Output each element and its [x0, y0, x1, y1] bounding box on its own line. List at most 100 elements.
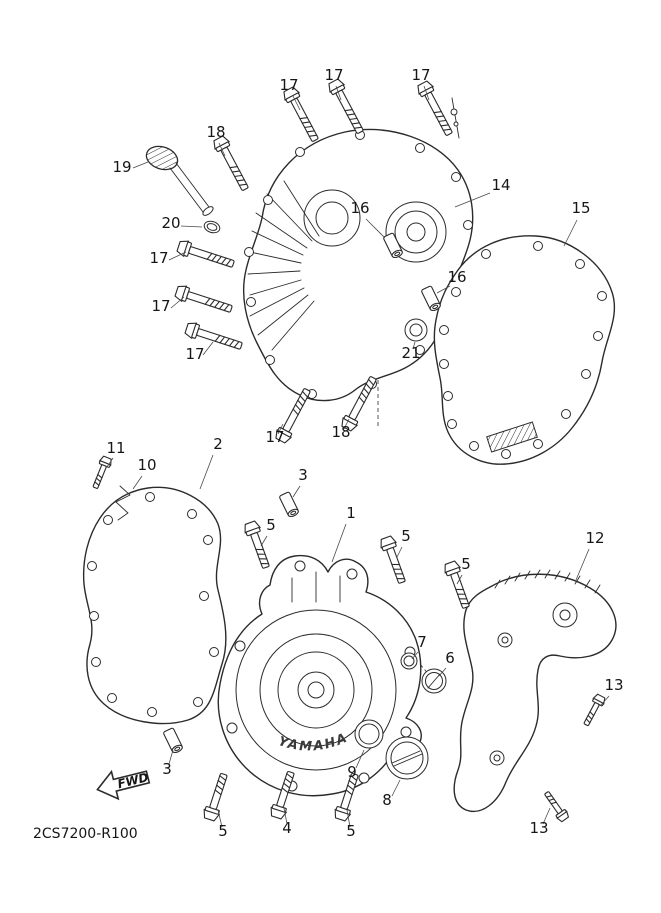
leader-line-12-24 [575, 548, 590, 581]
cover-center-opening [303, 189, 361, 247]
callout-17-0: 17 [279, 76, 298, 94]
callout-17-1: 17 [324, 66, 343, 84]
bolt-17-drawing [175, 238, 237, 273]
callout-16-6: 16 [350, 199, 369, 217]
callout-16-10: 16 [447, 268, 466, 286]
leader-line-20-8 [180, 225, 203, 228]
leader-line-16-6 [365, 218, 386, 239]
bolt-17-drawing [325, 77, 368, 137]
stud-drawing [450, 97, 460, 139]
callout-5-31: 5 [218, 822, 228, 840]
cover-bearing-boss [385, 201, 447, 263]
leader-line-17-13 [202, 341, 214, 356]
cover-1-top-fins [291, 571, 341, 603]
leader-line-13-27 [600, 695, 610, 706]
callout-3-28: 3 [162, 760, 172, 778]
gasket-2-holes [87, 492, 219, 717]
callout-13-34: 13 [529, 819, 548, 837]
callout-17-11: 17 [151, 297, 170, 315]
callout-3-19: 3 [298, 466, 308, 484]
leader-line-17-14 [277, 423, 284, 435]
callout-17-13: 17 [185, 345, 204, 363]
cover-rib-fins [247, 180, 320, 351]
callout-11-16: 11 [106, 439, 125, 457]
callout-5-21: 5 [266, 516, 276, 534]
callout-10-17: 10 [137, 456, 156, 474]
leader-line-18-3 [218, 142, 226, 157]
leader-line-18-15 [343, 418, 350, 430]
leader-line-9-29 [355, 749, 365, 769]
leader-line-5-33 [346, 809, 351, 828]
callout-5-23: 5 [461, 555, 471, 573]
callout-4-32: 4 [282, 819, 292, 837]
bolt-13-drawing [580, 692, 608, 729]
leader-line-1-20 [331, 523, 347, 563]
callout-12-24: 12 [585, 529, 604, 547]
leader-line-16-10 [436, 285, 451, 294]
o-ring-20-drawing [203, 220, 221, 234]
callout-21-12: 21 [401, 344, 420, 362]
o-ring-9-drawing [354, 719, 384, 749]
leader-line-8-30 [391, 779, 401, 797]
callout-17-2: 17 [411, 66, 430, 84]
dowel-3-drawing [278, 491, 301, 519]
diagram-code-label: 2CS7200-R100 [33, 826, 138, 842]
callout-5-33: 5 [346, 822, 356, 840]
leader-line-5-31 [217, 809, 223, 828]
bolt-5-drawing [201, 771, 233, 823]
bolt-17-drawing [173, 283, 235, 318]
callout-7-25: 7 [417, 633, 427, 651]
leader-line-5-23 [456, 574, 463, 585]
bolt-17-drawing [414, 79, 457, 139]
leader-line-15-7 [563, 219, 578, 247]
callout-8-30: 8 [382, 791, 392, 809]
callout-13-27: 13 [604, 676, 623, 694]
leader-line-17-2 [423, 85, 430, 101]
callout-19-4: 19 [112, 158, 131, 176]
screw-11-drawing [89, 454, 114, 491]
fwd-direction-badge: FWD [96, 769, 151, 801]
gasket-2-drawing [82, 486, 227, 725]
leader-line-10-17 [132, 475, 143, 490]
callout-1-20: 1 [346, 504, 356, 522]
cover-12-edge-hatch [494, 569, 601, 594]
clip-10-drawing [115, 485, 131, 521]
callout-14-5: 14 [491, 176, 510, 194]
leader-line-4-32 [283, 807, 288, 825]
leader-line-17-11 [170, 296, 185, 309]
fwd-label: FWD [116, 770, 150, 791]
callout-5-22: 5 [401, 527, 411, 545]
callout-20-8: 20 [161, 214, 180, 232]
leader-line-17-1 [335, 85, 342, 101]
fwd-arrow-icon [96, 769, 151, 801]
leader-line-21-12 [412, 341, 416, 350]
leader-line-17-9 [168, 251, 187, 261]
leader-line-2-18 [199, 454, 214, 490]
leader-line-7-25 [411, 651, 419, 660]
leader-line-3-28 [168, 749, 174, 765]
cover-12-holes [489, 602, 578, 766]
o-ring-7-drawing [400, 652, 418, 670]
lower-assembly: YAMAHA [82, 454, 617, 824]
bolt-18-drawing [210, 134, 253, 194]
gasket-15-holes [439, 241, 607, 459]
leader-line-13-34 [542, 807, 551, 825]
bolt-17-drawing [280, 85, 323, 145]
callout-18-15: 18 [331, 423, 350, 441]
oil-seal-21-drawing [404, 318, 428, 342]
leader-line-5-21 [260, 535, 268, 547]
dowel-3-drawing [162, 727, 185, 755]
gasket-15-hatched-pad [486, 421, 538, 453]
oil-cap-19-drawing [145, 145, 214, 216]
leader-line-5-22 [396, 546, 403, 558]
callout-17-14: 17 [265, 428, 284, 446]
gasket-15-drawing [433, 235, 616, 465]
callout-6-26: 6 [445, 649, 455, 667]
cap-8-drawing [385, 736, 429, 780]
leader-line-19-4 [132, 161, 149, 169]
callout-17-9: 17 [149, 249, 168, 267]
leader-line-3-19 [292, 485, 301, 498]
